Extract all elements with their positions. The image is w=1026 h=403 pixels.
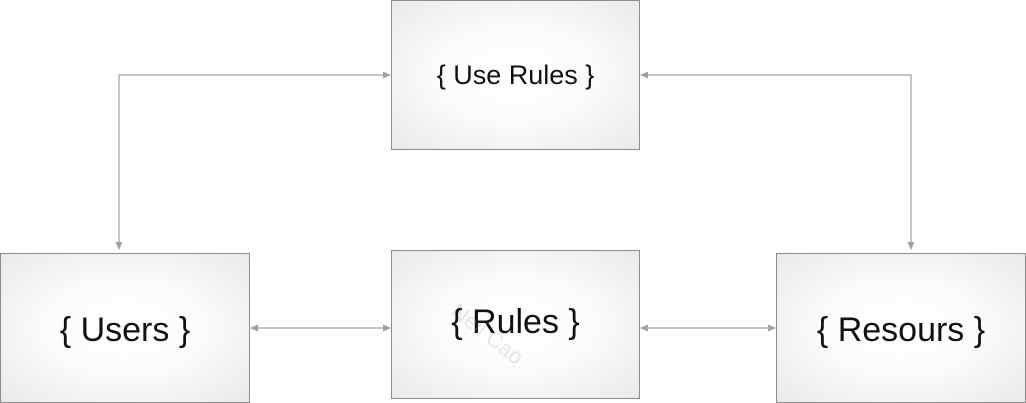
node-use-rules: { Use Rules } — [391, 0, 640, 150]
connector-users-use-rules — [115, 71, 391, 250]
node-rules-label: { Rules } — [451, 303, 580, 341]
node-users: { Users } — [0, 253, 250, 403]
node-resours: { Resours } — [776, 253, 1026, 403]
node-use-rules-label: { Use Rules } — [436, 59, 595, 90]
connector-resours-use-rules — [640, 71, 915, 250]
node-rules: { Rules } — [391, 250, 640, 399]
node-resours-label: { Resours } — [816, 310, 986, 349]
node-users-label: { Users } — [59, 310, 191, 349]
